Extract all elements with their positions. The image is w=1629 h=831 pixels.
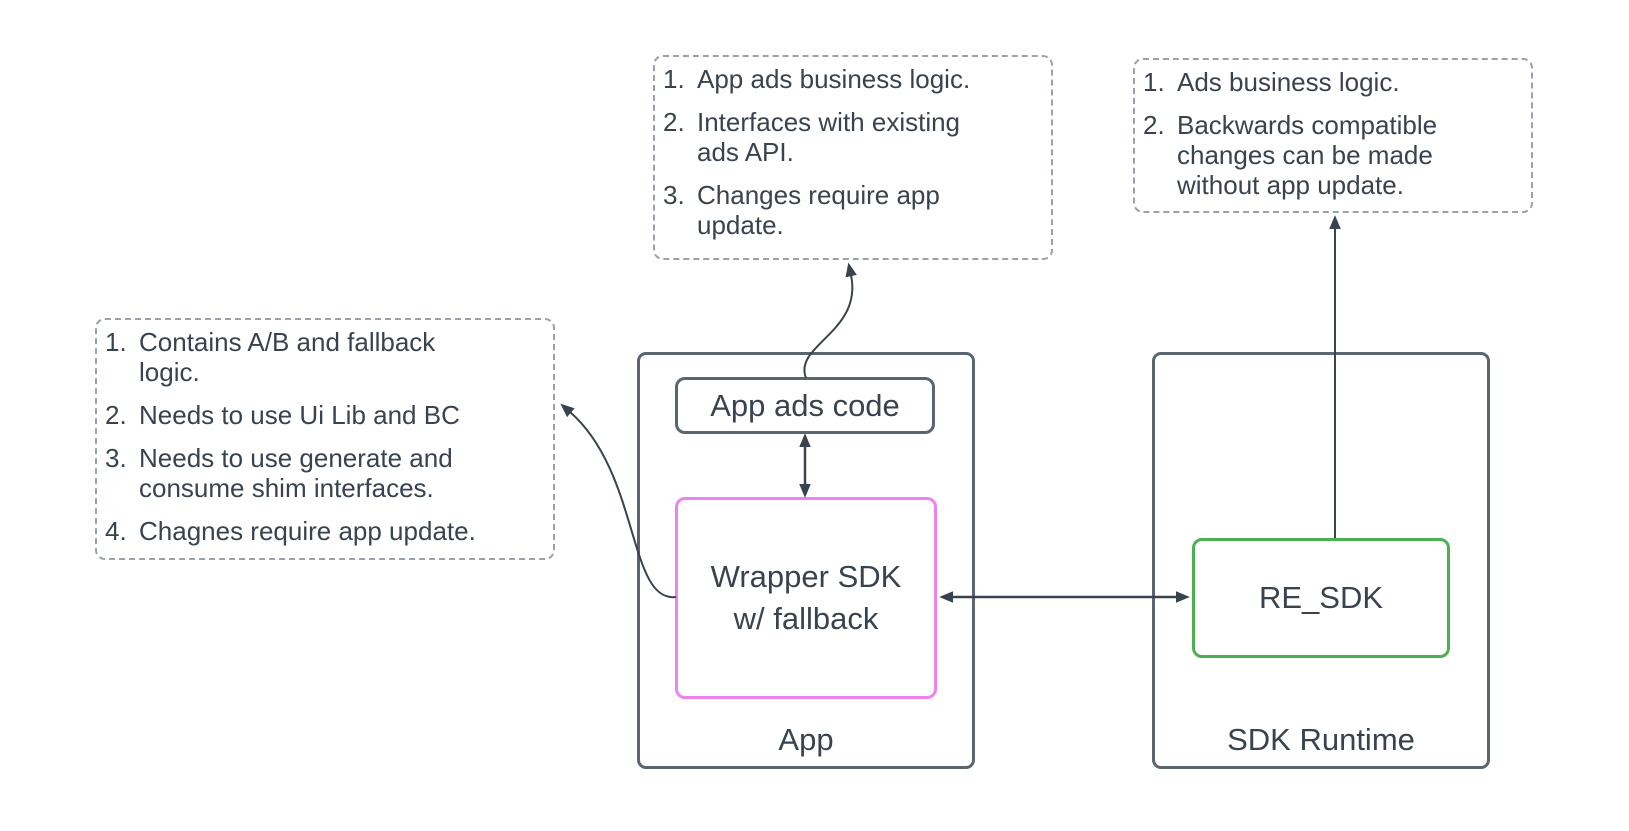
node-app-ads-code: App ads code bbox=[675, 377, 935, 434]
container-sdk-runtime-label: SDK Runtime bbox=[1227, 722, 1415, 757]
note-item: Needs to use generate and consume shim i… bbox=[103, 443, 547, 503]
note-line: Needs to use Ui Lib and BC bbox=[139, 400, 460, 430]
note-wrapper-sdk: Contains A/B and fallback logic. Needs t… bbox=[95, 318, 555, 560]
note-item: App ads business logic. bbox=[661, 64, 1045, 94]
note-re-sdk-list: Ads business logic. Backwards compatible… bbox=[1135, 60, 1531, 206]
node-wrapper-sdk-label-line1: Wrapper SDK bbox=[710, 559, 902, 594]
note-line: Contains A/B and fallback bbox=[139, 327, 436, 357]
note-app-ads-code-list: App ads business logic. Interfaces with … bbox=[655, 57, 1051, 246]
note-item: Changes require app update. bbox=[661, 180, 1045, 240]
note-item: Ads business logic. bbox=[1141, 67, 1525, 97]
node-app-ads-code-label: App ads code bbox=[710, 387, 900, 423]
note-item: Chagnes require app update. bbox=[103, 516, 547, 546]
note-line: Interfaces with existing bbox=[697, 107, 961, 137]
note-line: Changes require app bbox=[697, 180, 940, 210]
note-line: Chagnes require app update. bbox=[139, 516, 476, 546]
note-item: Needs to use Ui Lib and BC bbox=[103, 400, 547, 430]
container-sdk-runtime: SDK Runtime bbox=[1152, 352, 1490, 769]
note-re-sdk: Ads business logic. Backwards compatible… bbox=[1133, 58, 1533, 213]
node-wrapper-sdk-label-line2: w/ fallback bbox=[733, 601, 879, 636]
note-line: Backwards compatible bbox=[1177, 110, 1438, 140]
note-app-ads-code: App ads business logic. Interfaces with … bbox=[653, 55, 1053, 260]
node-re-sdk: RE_SDK bbox=[1192, 538, 1450, 658]
note-line: Needs to use generate and bbox=[139, 443, 453, 473]
container-app-label: App bbox=[778, 722, 834, 757]
note-line: without app update. bbox=[1177, 170, 1404, 200]
node-wrapper-sdk: Wrapper SDK w/ fallback bbox=[675, 497, 937, 699]
note-item: Backwards compatible changes can be made… bbox=[1141, 110, 1525, 200]
note-line: ads API. bbox=[697, 137, 794, 167]
note-line: App ads business logic. bbox=[697, 64, 971, 94]
note-line: changes can be made bbox=[1177, 140, 1433, 170]
note-line: Ads business logic. bbox=[1177, 67, 1400, 97]
note-line: logic. bbox=[139, 357, 200, 387]
note-line: update. bbox=[697, 210, 784, 240]
node-re-sdk-label: RE_SDK bbox=[1258, 580, 1384, 615]
note-item: Contains A/B and fallback logic. bbox=[103, 327, 547, 387]
note-line: consume shim interfaces. bbox=[139, 473, 434, 503]
note-wrapper-sdk-list: Contains A/B and fallback logic. Needs t… bbox=[97, 320, 553, 552]
note-item: Interfaces with existing ads API. bbox=[661, 107, 1045, 167]
